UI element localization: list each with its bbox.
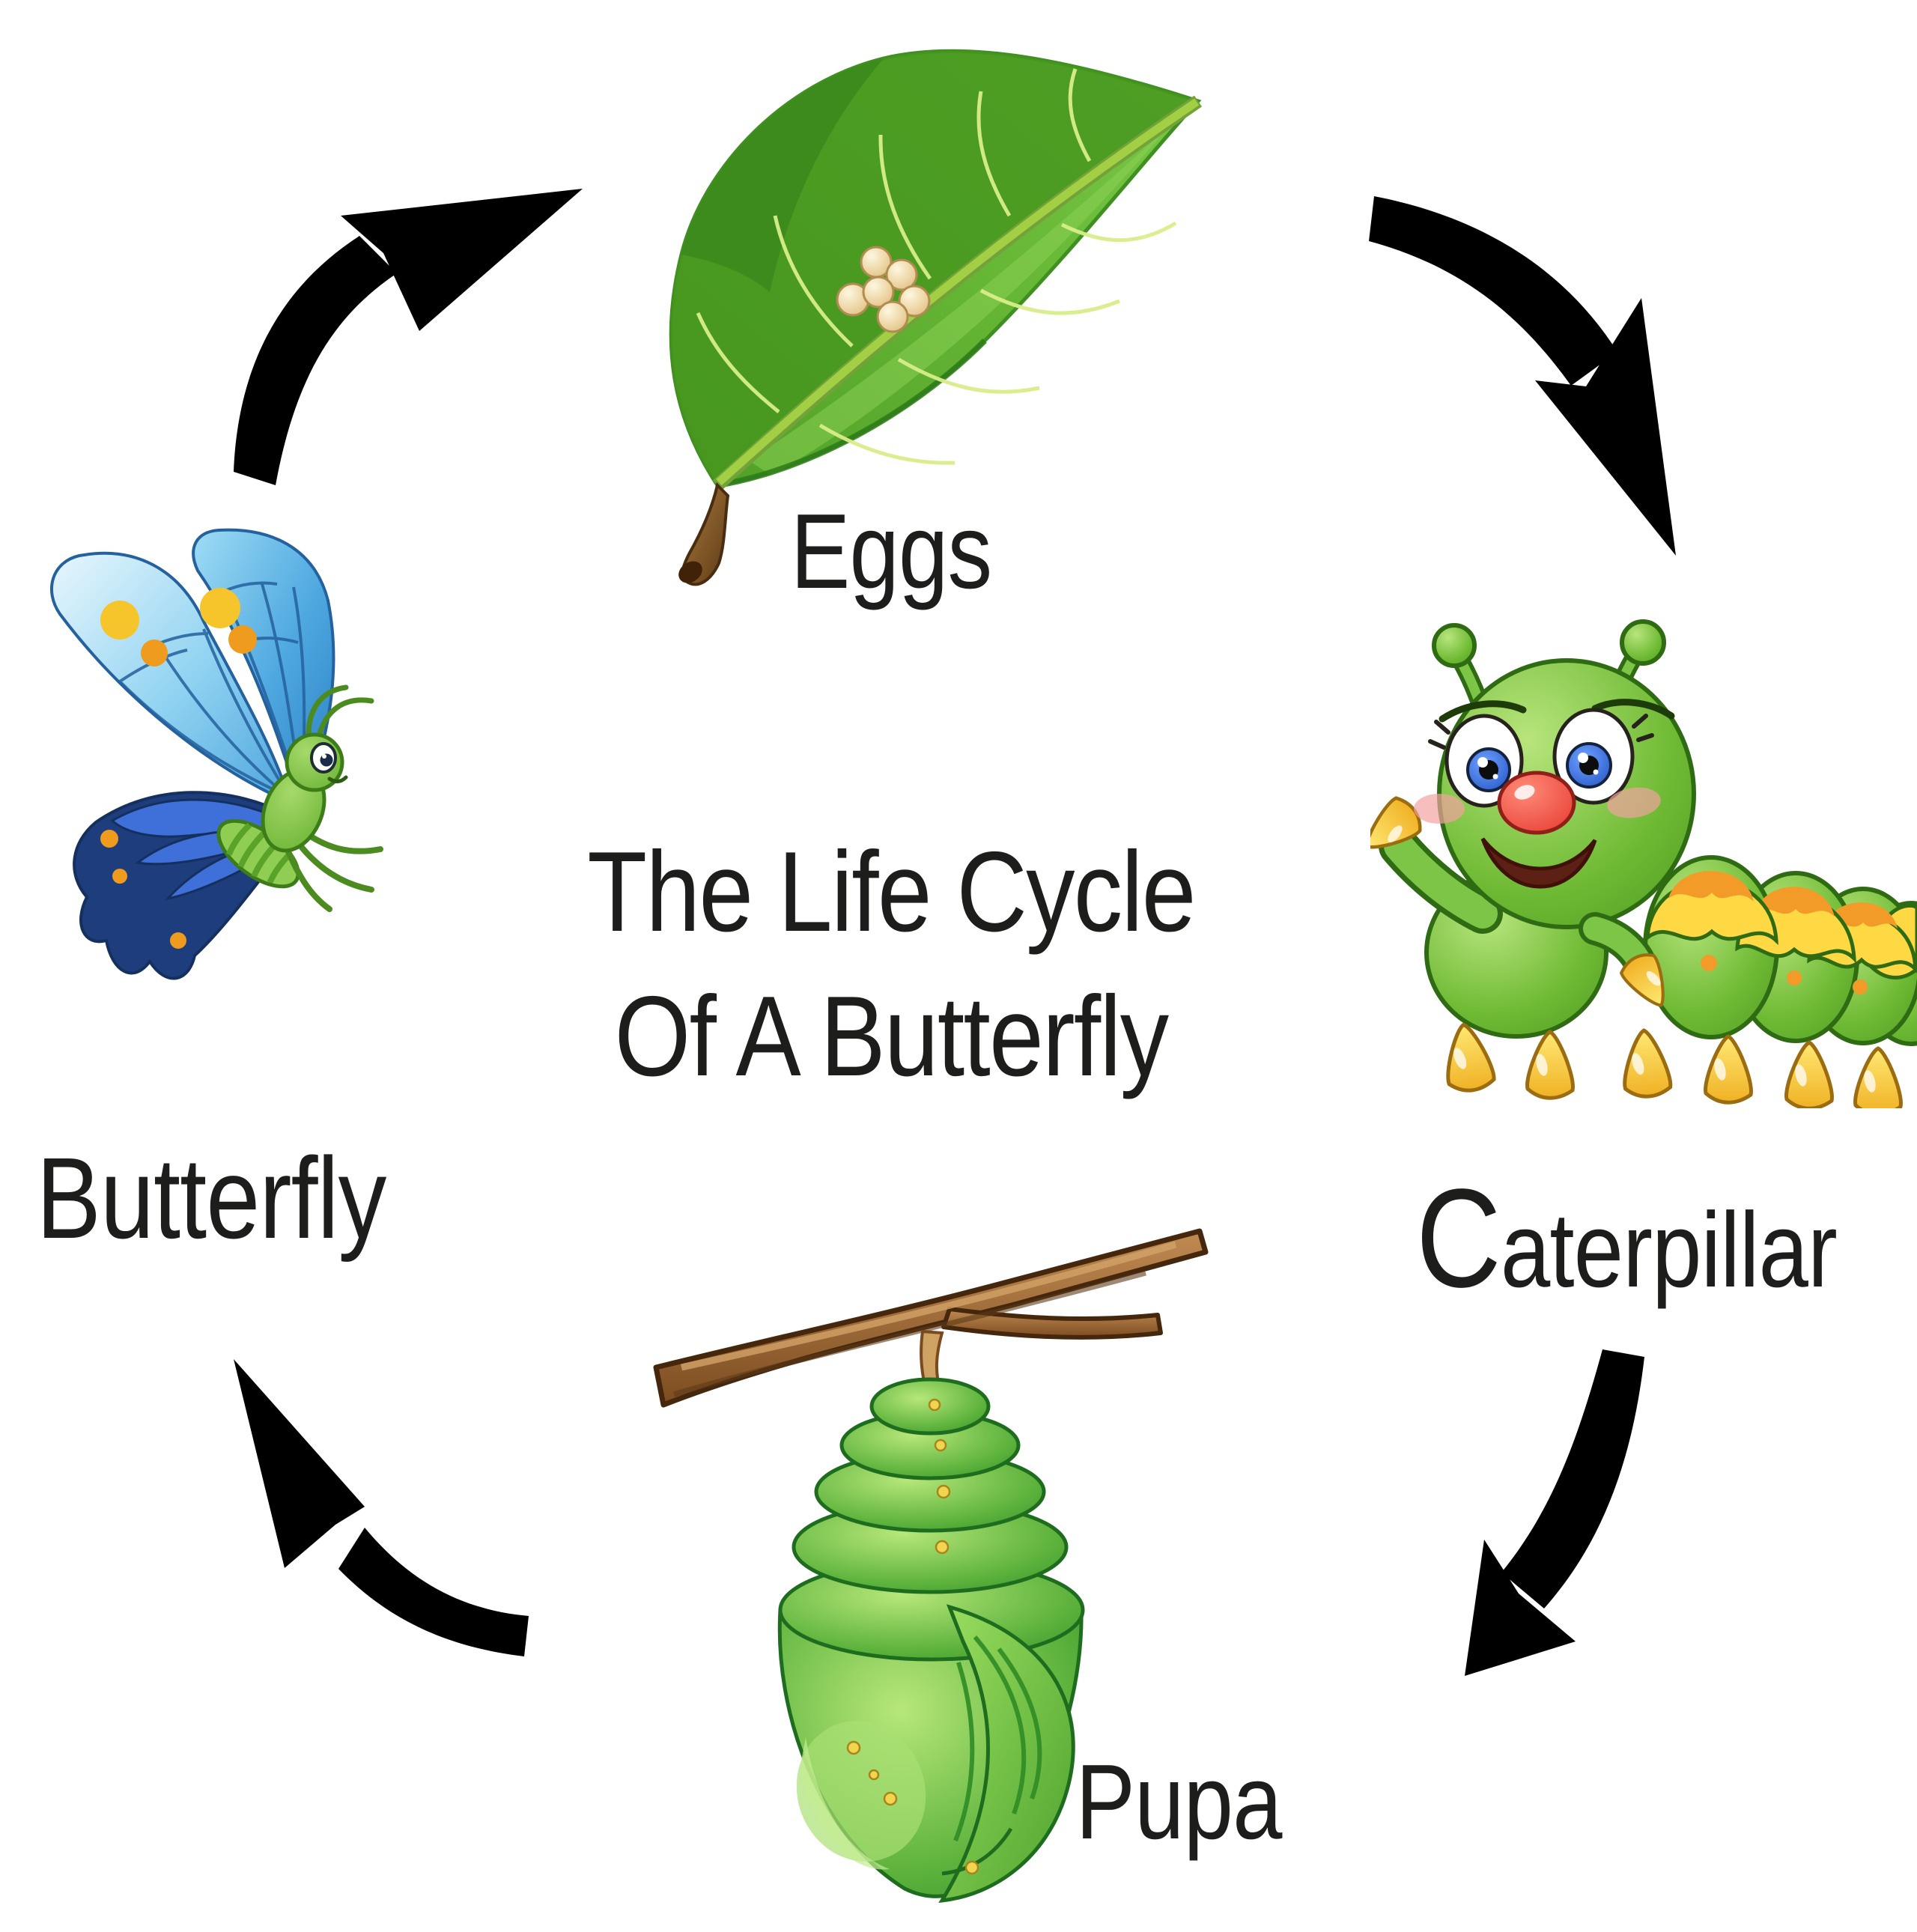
arrow-butterfly-to-eggs-icon <box>234 189 583 485</box>
butterfly-antennae <box>306 684 374 740</box>
caterpillar-waving-arm <box>1370 794 1503 934</box>
chrysalis-dots <box>846 1398 979 1875</box>
butterfly-illustration <box>50 528 383 980</box>
butterfly-forewing-far <box>50 551 294 806</box>
leaf-blade <box>669 49 1202 488</box>
diagram-title: The Life Cycle Of A Butterfly <box>587 820 1196 1109</box>
caterpillar-nose <box>1497 771 1576 835</box>
caterpillar-front-arm <box>1579 912 1677 1015</box>
title-line-2: Of A Butterfly <box>614 973 1170 1101</box>
caterpillar-saddle-pattern <box>1645 870 1917 994</box>
arrow-caterpillar-to-pupa-icon <box>1465 1349 1644 1676</box>
chrysalis <box>777 1377 1085 1904</box>
caterpillar-eyes <box>1428 708 1654 808</box>
leaf-with-eggs-illustration <box>669 49 1203 586</box>
stage-label-caterpillar: Caterpillar <box>1416 1159 1838 1316</box>
egg-cluster <box>836 246 931 333</box>
branch <box>653 1228 1209 1408</box>
caterpillar-face <box>1414 699 1675 889</box>
butterfly-forewing-near <box>192 528 335 809</box>
caterpillar-illustration <box>1370 619 1917 1108</box>
arrow-eggs-to-caterpillar-icon <box>1369 196 1676 556</box>
pupa-illustration <box>653 1228 1209 1904</box>
butterfly-head <box>285 732 348 792</box>
stage-label-pupa: Pupa <box>1075 1743 1282 1862</box>
caterpillar-mouth <box>1480 837 1597 889</box>
arrow-pupa-to-butterfly-icon <box>234 1359 529 1656</box>
leaf-stem <box>678 482 730 586</box>
leaf-veins <box>696 68 1177 465</box>
stage-label-eggs: Eggs <box>790 492 992 611</box>
title-line-1: The Life Cycle <box>587 828 1196 956</box>
stage-label-butterfly: Butterfly <box>36 1134 387 1263</box>
